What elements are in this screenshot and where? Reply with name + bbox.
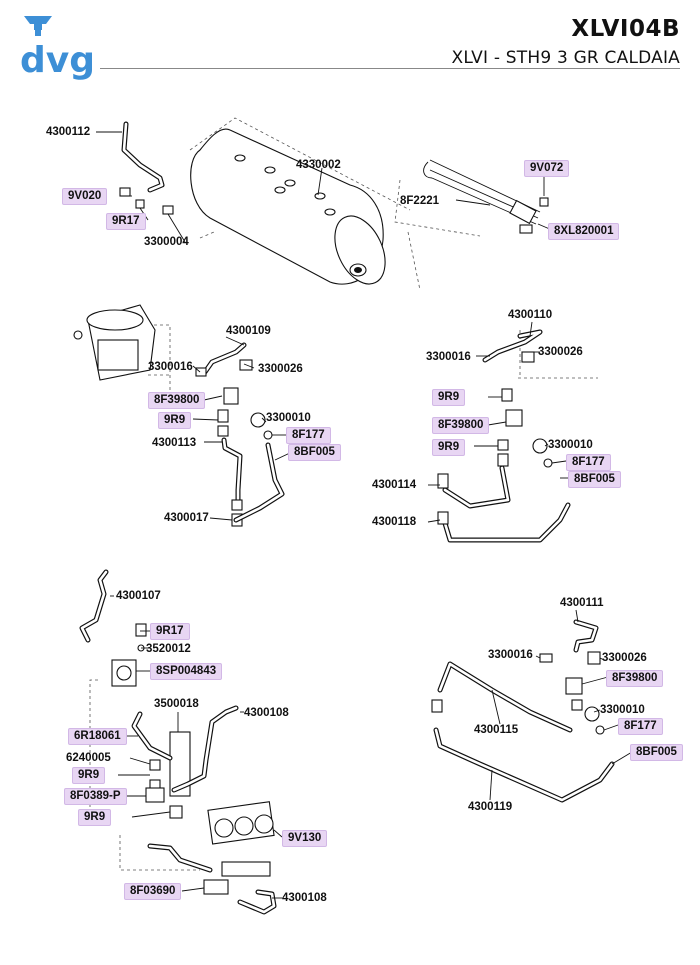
label-3300004: 3300004	[144, 236, 189, 248]
label-8F39800: 8F39800	[148, 392, 206, 409]
label-8F177: 8F177	[286, 427, 331, 444]
label-8F0389-P: 8F0389-P	[64, 788, 127, 805]
label-3300010: 3300010	[548, 439, 593, 451]
boiler-section	[96, 117, 421, 291]
label-3520012: 3520012	[146, 643, 191, 655]
label-4300111: 4300111	[560, 597, 604, 609]
label-4300114: 4300114	[372, 479, 417, 491]
label-8F39800: 8F39800	[432, 417, 490, 434]
label-4300112: 4300112	[46, 126, 91, 138]
label-3300010: 3300010	[600, 704, 645, 716]
label-8F2221: 8F2221	[400, 195, 440, 207]
label-9V020: 9V020	[62, 188, 108, 205]
label-4300115: 4300115	[474, 724, 519, 736]
group-head-left-section	[73, 304, 293, 527]
label-4300108: 4300108	[244, 707, 289, 719]
label-8F177: 8F177	[566, 454, 611, 471]
label-8SP004843: 8SP004843	[150, 663, 223, 680]
label-3300026: 3300026	[538, 346, 583, 358]
label-3300016: 3300016	[488, 649, 533, 661]
label-4300113: 4300113	[152, 437, 197, 449]
label-9R9: 9R9	[78, 809, 112, 826]
logo-text: dvg	[20, 40, 95, 81]
label-4300110: 4300110	[508, 309, 553, 321]
label-4330002: 4330002	[296, 159, 341, 171]
label-8F03690: 8F03690	[124, 883, 182, 900]
label-9R9: 9R9	[432, 439, 466, 456]
label-3300010: 3300010	[266, 412, 311, 424]
label-6R18061: 6R18061	[68, 728, 127, 745]
label-9V130: 9V130	[282, 830, 328, 847]
label-3300016: 3300016	[426, 351, 471, 363]
label-3300026: 3300026	[258, 363, 303, 375]
label-4300108: 4300108	[282, 892, 327, 904]
flowmeter-section	[79, 569, 283, 915]
label-8XL820001: 8XL820001	[548, 223, 620, 240]
label-9R17: 9R17	[150, 623, 190, 640]
label-8BF005: 8BF005	[288, 444, 341, 461]
label-9R9: 9R9	[72, 767, 106, 784]
label-9R9: 9R9	[432, 389, 466, 406]
label-9R9: 9R9	[158, 412, 192, 429]
dvg-logo: dvg	[20, 16, 95, 81]
page-code: XLVI04B	[571, 16, 680, 42]
header-divider	[100, 68, 680, 69]
label-8F39800: 8F39800	[606, 670, 664, 687]
label-4300107: 4300107	[116, 590, 161, 602]
label-3300016: 3300016	[148, 361, 193, 373]
label-4300119: 4300119	[468, 801, 513, 813]
label-3500018: 3500018	[154, 698, 199, 710]
steam-line-section	[431, 609, 633, 803]
label-6240005: 6240005	[66, 752, 111, 764]
label-9R17: 9R17	[106, 213, 146, 230]
label-4300017: 4300017	[164, 512, 209, 524]
label-4300118: 4300118	[372, 516, 417, 528]
label-8BF005: 8BF005	[630, 744, 683, 761]
label-4300109: 4300109	[226, 325, 271, 337]
page-subtitle: XLVI - STH9 3 GR CALDAIA	[451, 48, 680, 68]
label-3300026: 3300026	[602, 652, 647, 664]
label-8BF005: 8BF005	[568, 471, 621, 488]
heating-element-section	[394, 159, 553, 237]
label-9V072: 9V072	[524, 160, 570, 177]
group-head-right-section	[427, 321, 598, 543]
label-8F177: 8F177	[618, 718, 663, 735]
